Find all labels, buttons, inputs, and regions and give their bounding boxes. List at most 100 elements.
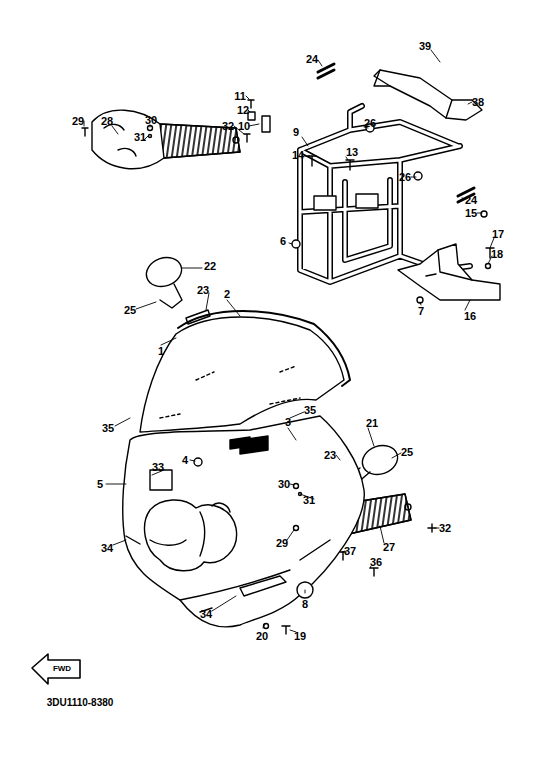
callout-number: 27 <box>383 542 395 553</box>
illustration-line <box>370 568 378 576</box>
callout-number: 25 <box>401 447 413 458</box>
callout-number: 38 <box>472 97 484 108</box>
illustration-line <box>126 536 330 560</box>
callout-number: 26 <box>364 118 376 129</box>
leader-lines <box>84 50 494 632</box>
callout-number: 10 <box>238 121 250 132</box>
callout-number: 18 <box>491 249 503 260</box>
callout-number: 12 <box>237 105 249 116</box>
callout-number: 35 <box>304 405 316 416</box>
illustration-line <box>160 284 182 308</box>
callout-number: 22 <box>204 261 216 272</box>
callout-number: 25 <box>124 305 136 316</box>
callout-number: 1 <box>158 346 164 357</box>
illustration-line <box>149 135 152 138</box>
hardware <box>264 484 437 635</box>
callout-number: 8 <box>302 599 308 610</box>
illustration-line <box>262 116 270 132</box>
illustration-line <box>292 240 300 248</box>
callout-number: 17 <box>492 229 504 240</box>
illustration-line <box>160 366 300 418</box>
callout-number: 14 <box>292 150 304 161</box>
illustration-line <box>308 156 316 166</box>
callout-number: 6 <box>280 236 286 247</box>
illustration-line <box>346 160 354 170</box>
illustration-line <box>244 134 250 142</box>
illustration-line <box>82 128 88 136</box>
callout-number: 29 <box>276 538 288 549</box>
illustration-line <box>115 268 304 461</box>
callout-number: 4 <box>182 455 188 466</box>
bracket <box>374 70 452 118</box>
callout-number: 34 <box>101 543 113 554</box>
callout-number: 7 <box>418 306 424 317</box>
callout-number: 15 <box>465 208 477 219</box>
air-duct-left <box>92 110 240 169</box>
illustration-line <box>106 428 439 632</box>
illustration-line <box>150 470 172 490</box>
callout-number: 35 <box>102 423 114 434</box>
callout-number: 32 <box>222 121 234 132</box>
illustration-line <box>150 512 205 556</box>
illustration-line <box>140 317 344 432</box>
mirror-left <box>142 253 210 324</box>
direction-label: FWD <box>53 665 71 673</box>
callout-number: 23 <box>324 450 336 461</box>
callout-number: 36 <box>370 557 382 568</box>
callout-number: 32 <box>439 523 451 534</box>
illustration-line <box>84 96 259 140</box>
illustration-line <box>405 504 411 510</box>
callout-number: 29 <box>72 116 84 127</box>
illustration-line <box>356 194 378 208</box>
callout-number: 9 <box>293 127 299 138</box>
callout-number: 24 <box>306 54 318 65</box>
callout-number: 33 <box>152 462 164 473</box>
illustration-line <box>180 570 290 612</box>
illustration-line <box>314 196 336 210</box>
illustration-line <box>233 137 239 143</box>
callout-number: 11 <box>234 91 246 102</box>
illustration-line <box>104 124 136 156</box>
callout-number: 5 <box>97 479 103 490</box>
callout-number: 34 <box>200 609 212 620</box>
callout-number: 3 <box>285 417 291 428</box>
bracket <box>374 70 482 120</box>
drawing-code: 3DU1110-8380 <box>47 698 114 708</box>
callout-number: 26 <box>399 172 411 183</box>
callout-number: 30 <box>278 479 290 490</box>
bracket <box>426 250 472 280</box>
callout-number: 24 <box>465 195 477 206</box>
callout-number: 28 <box>101 116 113 127</box>
illustration-line <box>142 253 185 292</box>
callout-number: 19 <box>294 631 306 642</box>
callout-number: 21 <box>366 418 378 429</box>
illustration-line <box>318 64 334 78</box>
illustration-line <box>145 500 237 571</box>
upper-cowl <box>123 416 365 627</box>
forward-arrow <box>32 654 80 684</box>
callout-number: 31 <box>303 495 315 506</box>
callout-number: 31 <box>134 132 146 143</box>
callout-number: 30 <box>145 115 157 126</box>
illustration-line <box>481 211 487 217</box>
callout-number: 23 <box>197 285 209 296</box>
illustration-line <box>282 626 290 634</box>
illustration-line <box>178 311 350 386</box>
illustration-line <box>123 416 365 627</box>
illustration-line <box>194 458 202 466</box>
illustration-line <box>358 441 401 480</box>
bracket <box>398 244 500 300</box>
callout-number: 16 <box>464 311 476 322</box>
illustration-line <box>294 484 299 489</box>
callout-number: 39 <box>419 41 431 52</box>
callout-number: 37 <box>344 546 356 557</box>
windscreen <box>140 311 350 432</box>
illustration-line <box>414 172 422 180</box>
hardware <box>82 64 494 269</box>
illustration-line <box>92 110 240 169</box>
illustration-line <box>230 437 250 449</box>
illustration-line <box>428 524 436 532</box>
illustration-line <box>289 50 494 310</box>
illustration-line <box>212 503 230 512</box>
